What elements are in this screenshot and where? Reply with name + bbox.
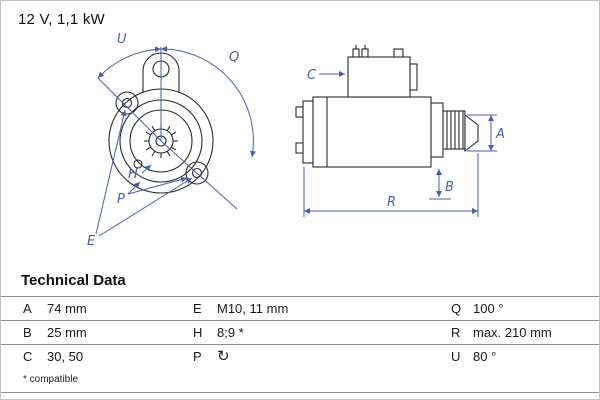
dimension-label-B: B [445,180,454,195]
leader-line-P [127,176,188,195]
table-row: B 25 mm H 8;9 * R max. 210 mm [1,320,599,344]
spec-key: Q [451,301,462,316]
radial-reference-line [97,77,162,142]
dimension-label-A: A [495,127,505,142]
gear-tooth [170,146,177,151]
motor-end-cap [302,100,314,164]
dimension-label-E: E [87,234,96,249]
radial-reference-line [160,140,238,210]
terminal-lug [295,142,304,154]
bolt-ear-left [115,91,139,115]
dimension-label-H: H [128,167,138,182]
spec-value: 80 ° [473,349,497,364]
spec-key: E [193,301,202,316]
spec-key: R [451,325,461,340]
dimension-label-R: R [387,195,396,210]
solenoid-end-step [409,63,418,91]
dimension-label-U: U [117,32,127,47]
table-row: C 30, 50 P ↻ U 80 ° [1,344,599,368]
leader-line-E [98,177,193,237]
front-view-dimensions: U Q H P E [87,32,256,249]
gear-tooth [145,131,152,136]
spec-key: U [451,349,461,364]
technical-drawing: U Q H P E [87,32,505,249]
solenoid-stud [393,48,404,58]
leader-line-P [127,181,141,195]
leader-line-H [141,164,152,174]
dimension-label-Q: Q [229,50,239,65]
small-index-hole [133,159,143,169]
leader-line-E [95,109,127,235]
dimension-label-P: P [117,192,125,207]
solenoid [347,56,411,98]
technical-data-section: Technical Data A 74 mm E M10, 11 mm Q 10… [1,272,599,393]
spec-value: 8;9 * [217,325,244,340]
gear-tooth [170,131,177,136]
spec-title: 12 V, 1,1 kW [18,11,105,28]
pinion-gear [442,110,466,150]
drive-housing [430,102,444,158]
spec-key: B [23,325,32,340]
dimension-label-C: C [307,68,317,83]
gear-tooth [145,146,152,151]
spec-value: 74 mm [47,301,87,316]
solenoid-terminal-pin [361,48,369,58]
spec-key: P [193,349,202,364]
bolt-hole-left [121,97,133,109]
spec-key: A [23,301,32,316]
gear-tooth [151,150,156,157]
side-view-drawing [295,45,479,168]
bolt-hole-bottom [191,167,203,179]
gear-tooth [166,150,171,157]
drive-nose-cone [464,113,479,153]
compatibility-footnote: * compatible [1,368,599,393]
angle-arc-Q [160,45,256,158]
spec-key: C [23,349,33,364]
gear-tooth [151,125,156,132]
spec-key: H [193,325,203,340]
technical-data-heading: Technical Data [21,272,126,289]
side-view-dimensions: C A B R [303,68,505,217]
spec-value: 100 ° [473,301,504,316]
gear-tooth [166,125,171,132]
terminal-lug [295,106,304,118]
pinion-gear-side [442,110,466,150]
solenoid-terminal-pin [352,48,360,58]
spec-value: 25 mm [47,325,87,340]
angle-arc-U [97,46,162,79]
spec-value: M10, 11 mm [217,301,289,316]
spec-value: 30, 50 [47,349,84,364]
motor-body [312,96,432,168]
table-row: A 74 mm E M10, 11 mm Q 100 ° [1,296,599,320]
bolt-ear-bottom [185,161,209,185]
spec-value: max. 210 mm [473,325,552,340]
rotation-direction-icon: ↻ [217,348,230,365]
